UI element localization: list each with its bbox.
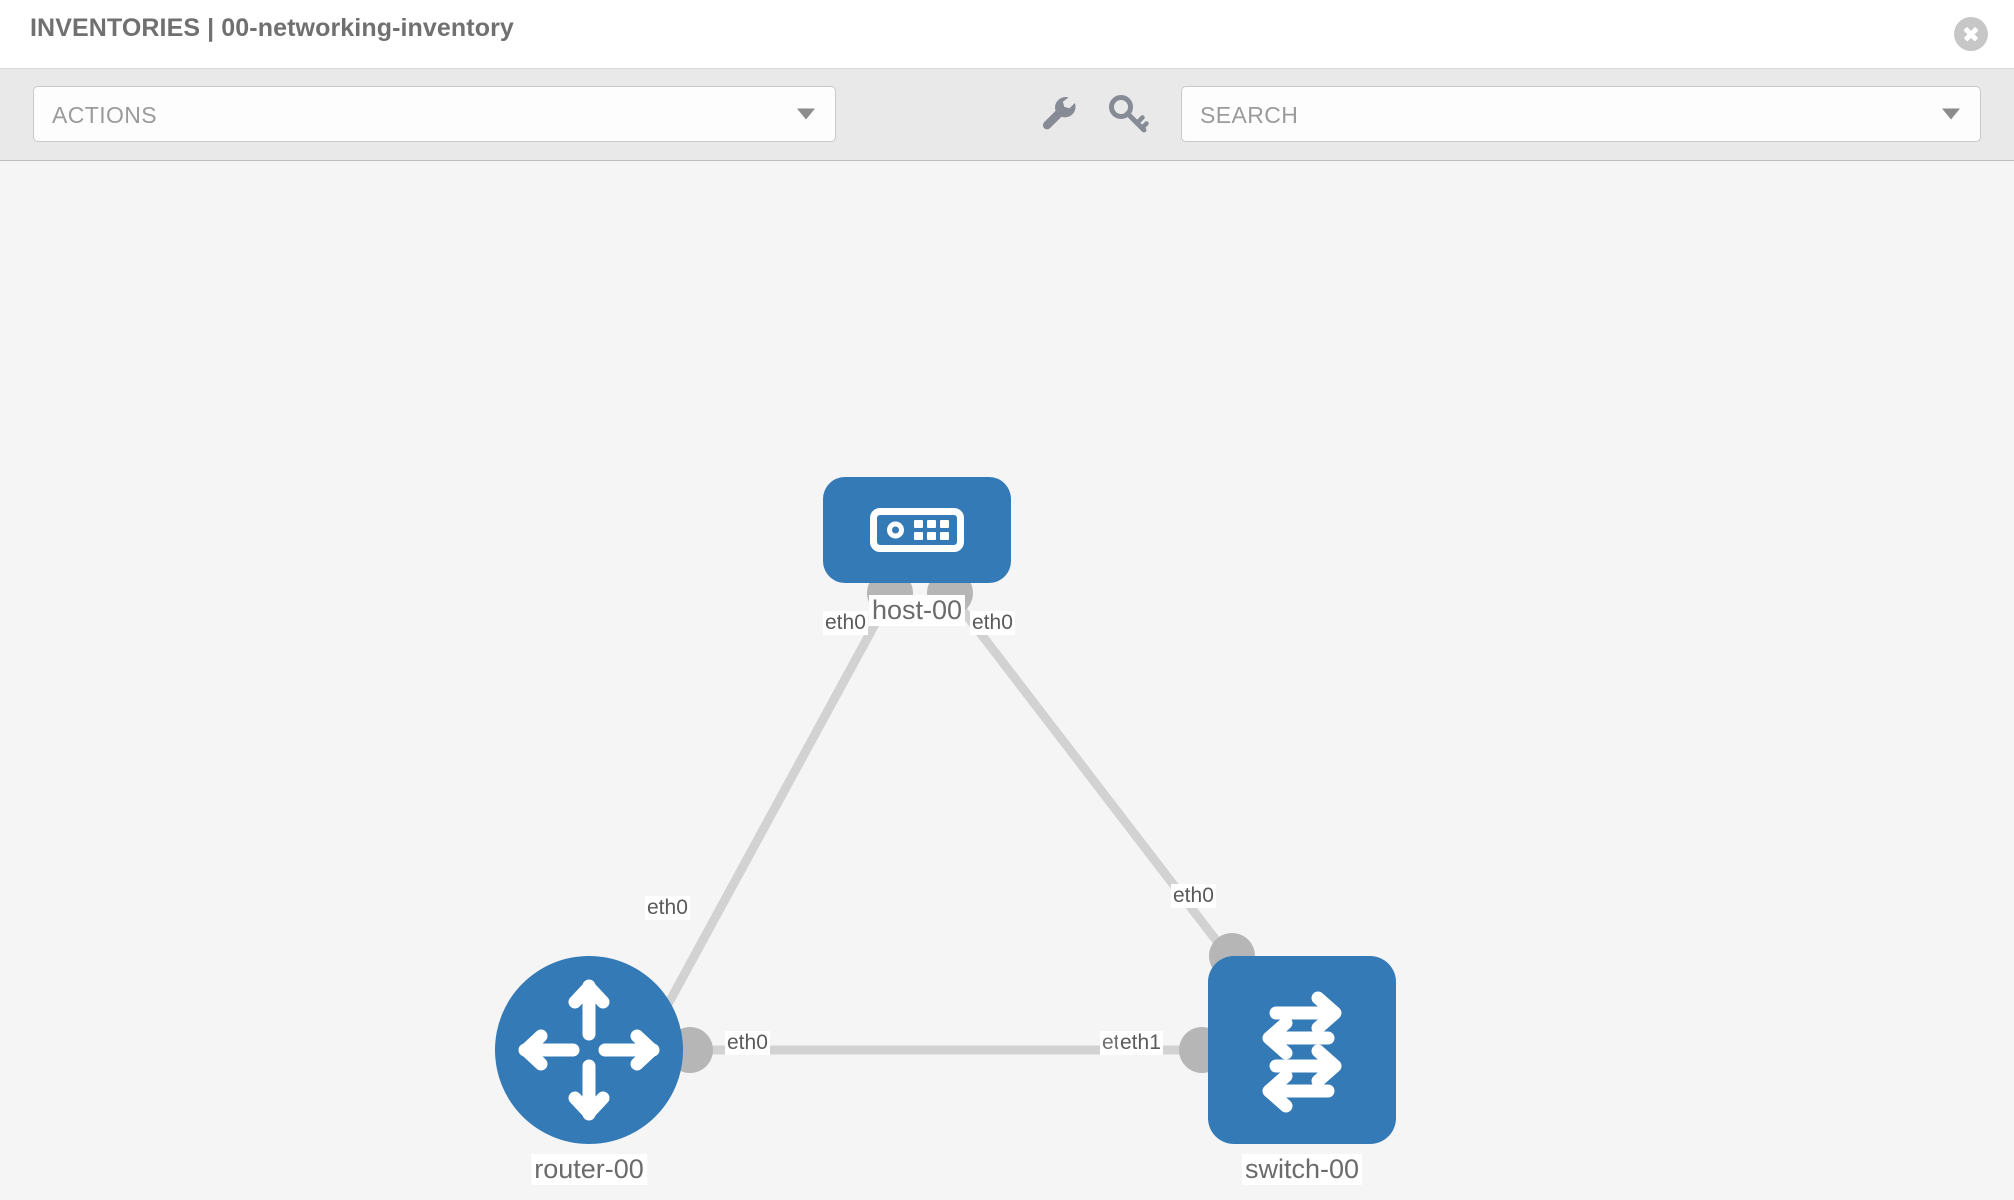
actions-dropdown[interactable]: ACTIONS	[33, 86, 836, 142]
iface-label-router-uplink: eth0	[645, 896, 690, 920]
close-icon[interactable]	[1954, 17, 1988, 51]
iface-label-host-right: eth0	[970, 611, 1015, 635]
search-placeholder: SEARCH	[1200, 102, 1299, 128]
node-label-switch-00: switch-00	[1241, 1154, 1363, 1185]
iface-label-host-left: eth0	[823, 611, 868, 635]
iface-label-switch-eth1: eth1	[1118, 1031, 1163, 1055]
actions-dropdown-label: ACTIONS	[52, 102, 158, 128]
chevron-down-icon[interactable]	[1942, 108, 1960, 120]
switch-arrows-icon	[1262, 991, 1342, 1113]
router-arrows-icon	[518, 979, 660, 1121]
server-dots	[914, 520, 949, 540]
topology-canvas[interactable]: host-00 router-00 switch-00 eth0 eth0 et…	[0, 161, 2014, 1200]
key-icon[interactable]	[1103, 89, 1153, 139]
topology-links-layer	[656, 570, 1255, 1073]
wrench-icon[interactable]	[1035, 89, 1085, 139]
page-header: INVENTORIES | 00-networking-inventory	[0, 0, 2014, 69]
page-title: INVENTORIES | 00-networking-inventory	[30, 14, 514, 42]
link-host-router	[656, 588, 897, 1022]
chevron-down-icon	[797, 108, 815, 120]
topology-node-host-00[interactable]	[823, 477, 1011, 583]
server-led	[887, 521, 904, 539]
node-label-host-00: host-00	[868, 595, 966, 626]
search-input[interactable]: SEARCH	[1181, 86, 1981, 142]
topology-node-router-00[interactable]	[495, 956, 683, 1144]
iface-label-switch-uplink: eth0	[1171, 884, 1216, 908]
iface-label-router-eth0: eth0	[725, 1031, 770, 1055]
node-label-router-00: router-00	[531, 1154, 647, 1185]
topology-node-switch-00[interactable]	[1208, 956, 1396, 1144]
server-icon	[870, 508, 964, 552]
toolbar: ACTIONS SEARCH	[0, 69, 2014, 161]
